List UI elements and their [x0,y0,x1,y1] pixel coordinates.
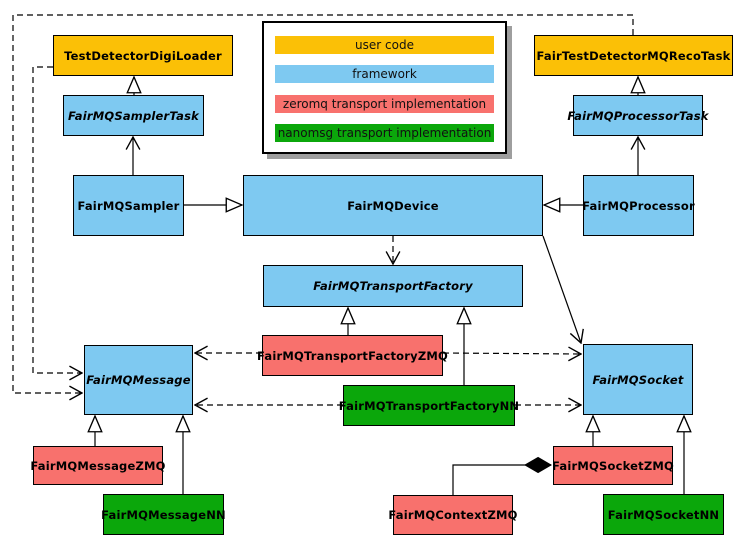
edge-fairtestdetectormqrecotask-to-fairmqmessage [12,14,634,393]
legend-label: user code [355,38,414,52]
class-box-fairmqtransportfactoryzmq: FairMQTransportFactoryZMQ [257,335,448,376]
class-box-fairtestdetectormqrecotask: FairTestDetectorMQRecoTask [534,35,733,76]
class-box-fairmqprocessortask: FairMQProcessorTask [567,95,708,136]
class-box-fairmqprocessor: FairMQProcessor [582,175,695,236]
edge-testdetectordigiloader-to-fairmqmessage [32,66,82,373]
legend-item-user-code: user code [275,36,494,54]
legend-item-nanomsg: nanomsg transport implementation [275,123,494,142]
legend-label: zeromq transport implementation [282,96,487,111]
class-box-fairmqtransportfactorynn: FairMQTransportFactoryNN [339,385,519,426]
legend-label: framework [352,67,417,82]
edge-fairmqdevice-to-fairmqsocket [542,235,581,343]
class-box-fairmqdevice: FairMQDevice [243,175,543,236]
class-box-fairmqmessagezmq: FairMQMessageZMQ [30,446,165,485]
legend-label: nanomsg transport implementation [277,125,492,140]
edge-fairmqtransportfactoryzmq-to-fairmqsocket [442,353,581,354]
class-box-fairmqsocketzmq: FairMQSocketZMQ [552,446,674,485]
class-box-fairmqsamplertask: FairMQSamplerTask [63,95,204,136]
class-box-fairmqsocketnn: FairMQSocketNN [603,494,724,535]
class-box-testdetectordigiloader: TestDetectorDigiLoader [53,35,233,76]
class-box-fairmqmessagenn: FairMQMessageNN [101,494,226,535]
legend-item-zeromq: zeromq transport implementation [275,94,494,113]
class-box-fairmqcontextzmq: FairMQContextZMQ [388,495,517,535]
legend-item-framework: framework [275,65,494,84]
class-box-fairmqtransportfactory: FairMQTransportFactory [263,265,523,307]
edge-fairmqcontextzmq-to-fairmqsocketzmq [452,456,553,495]
class-box-fairmqsampler: FairMQSampler [73,175,184,236]
class-box-fairmqsocket: FairMQSocket [583,344,693,415]
class-box-fairmqmessage: FairMQMessage [84,345,193,415]
legend: user code framework zeromq transport imp… [262,21,507,154]
